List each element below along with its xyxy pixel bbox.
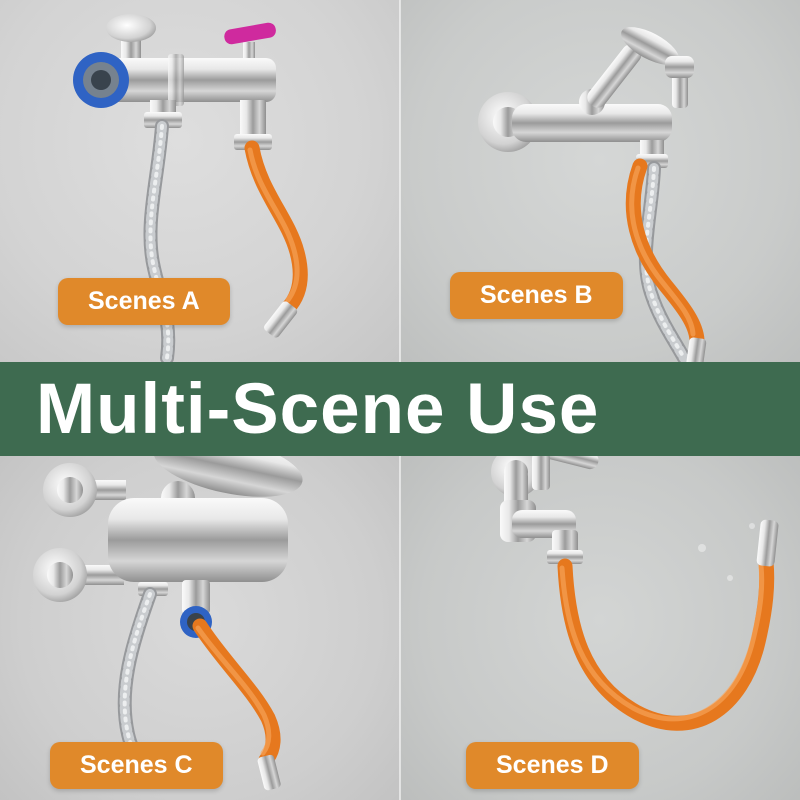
hose-chrome-tip: [264, 301, 298, 338]
scene-b-faucet-photo: [478, 27, 707, 373]
braided-metal-hose: [638, 161, 691, 365]
orange-flexible-hose: [557, 519, 779, 731]
orange-flexible-hose: [244, 140, 308, 338]
scene-b-panel: Scenes B: [400, 0, 800, 400]
scene-a-panel: Scenes A: [0, 0, 400, 400]
hose-chrome-tip: [257, 754, 281, 791]
wall-flange: [106, 14, 156, 64]
scene-c-panel: Scenes C: [0, 400, 400, 800]
scene-a-faucet-photo: [73, 14, 308, 365]
scene-a-label: Scenes A: [58, 278, 230, 325]
hose-chrome-tip: [756, 519, 779, 567]
scene-c-faucet-photo: [33, 435, 303, 791]
lever-handle: [579, 27, 679, 115]
scene-b-label: Scenes B: [450, 272, 623, 319]
banner-multi-scene-use: Multi-Scene Use: [0, 362, 800, 456]
banner-text: Multi-Scene Use: [36, 369, 600, 449]
scene-d-faucet-photo: [491, 441, 779, 731]
mixer-body: [108, 498, 288, 582]
scene-d-panel: Scenes D: [400, 400, 800, 800]
wall-flanges: [33, 463, 126, 602]
scene-d-label: Scenes D: [466, 742, 639, 789]
handshower-holder: [665, 56, 694, 108]
water-droplets: [698, 523, 755, 581]
orange-flexible-hose: [192, 618, 281, 791]
valve-body: [73, 52, 276, 108]
mixer-body: [512, 104, 672, 142]
tap-body: [500, 472, 583, 564]
pink-handle: [224, 22, 276, 64]
scene-c-label: Scenes C: [50, 742, 223, 789]
